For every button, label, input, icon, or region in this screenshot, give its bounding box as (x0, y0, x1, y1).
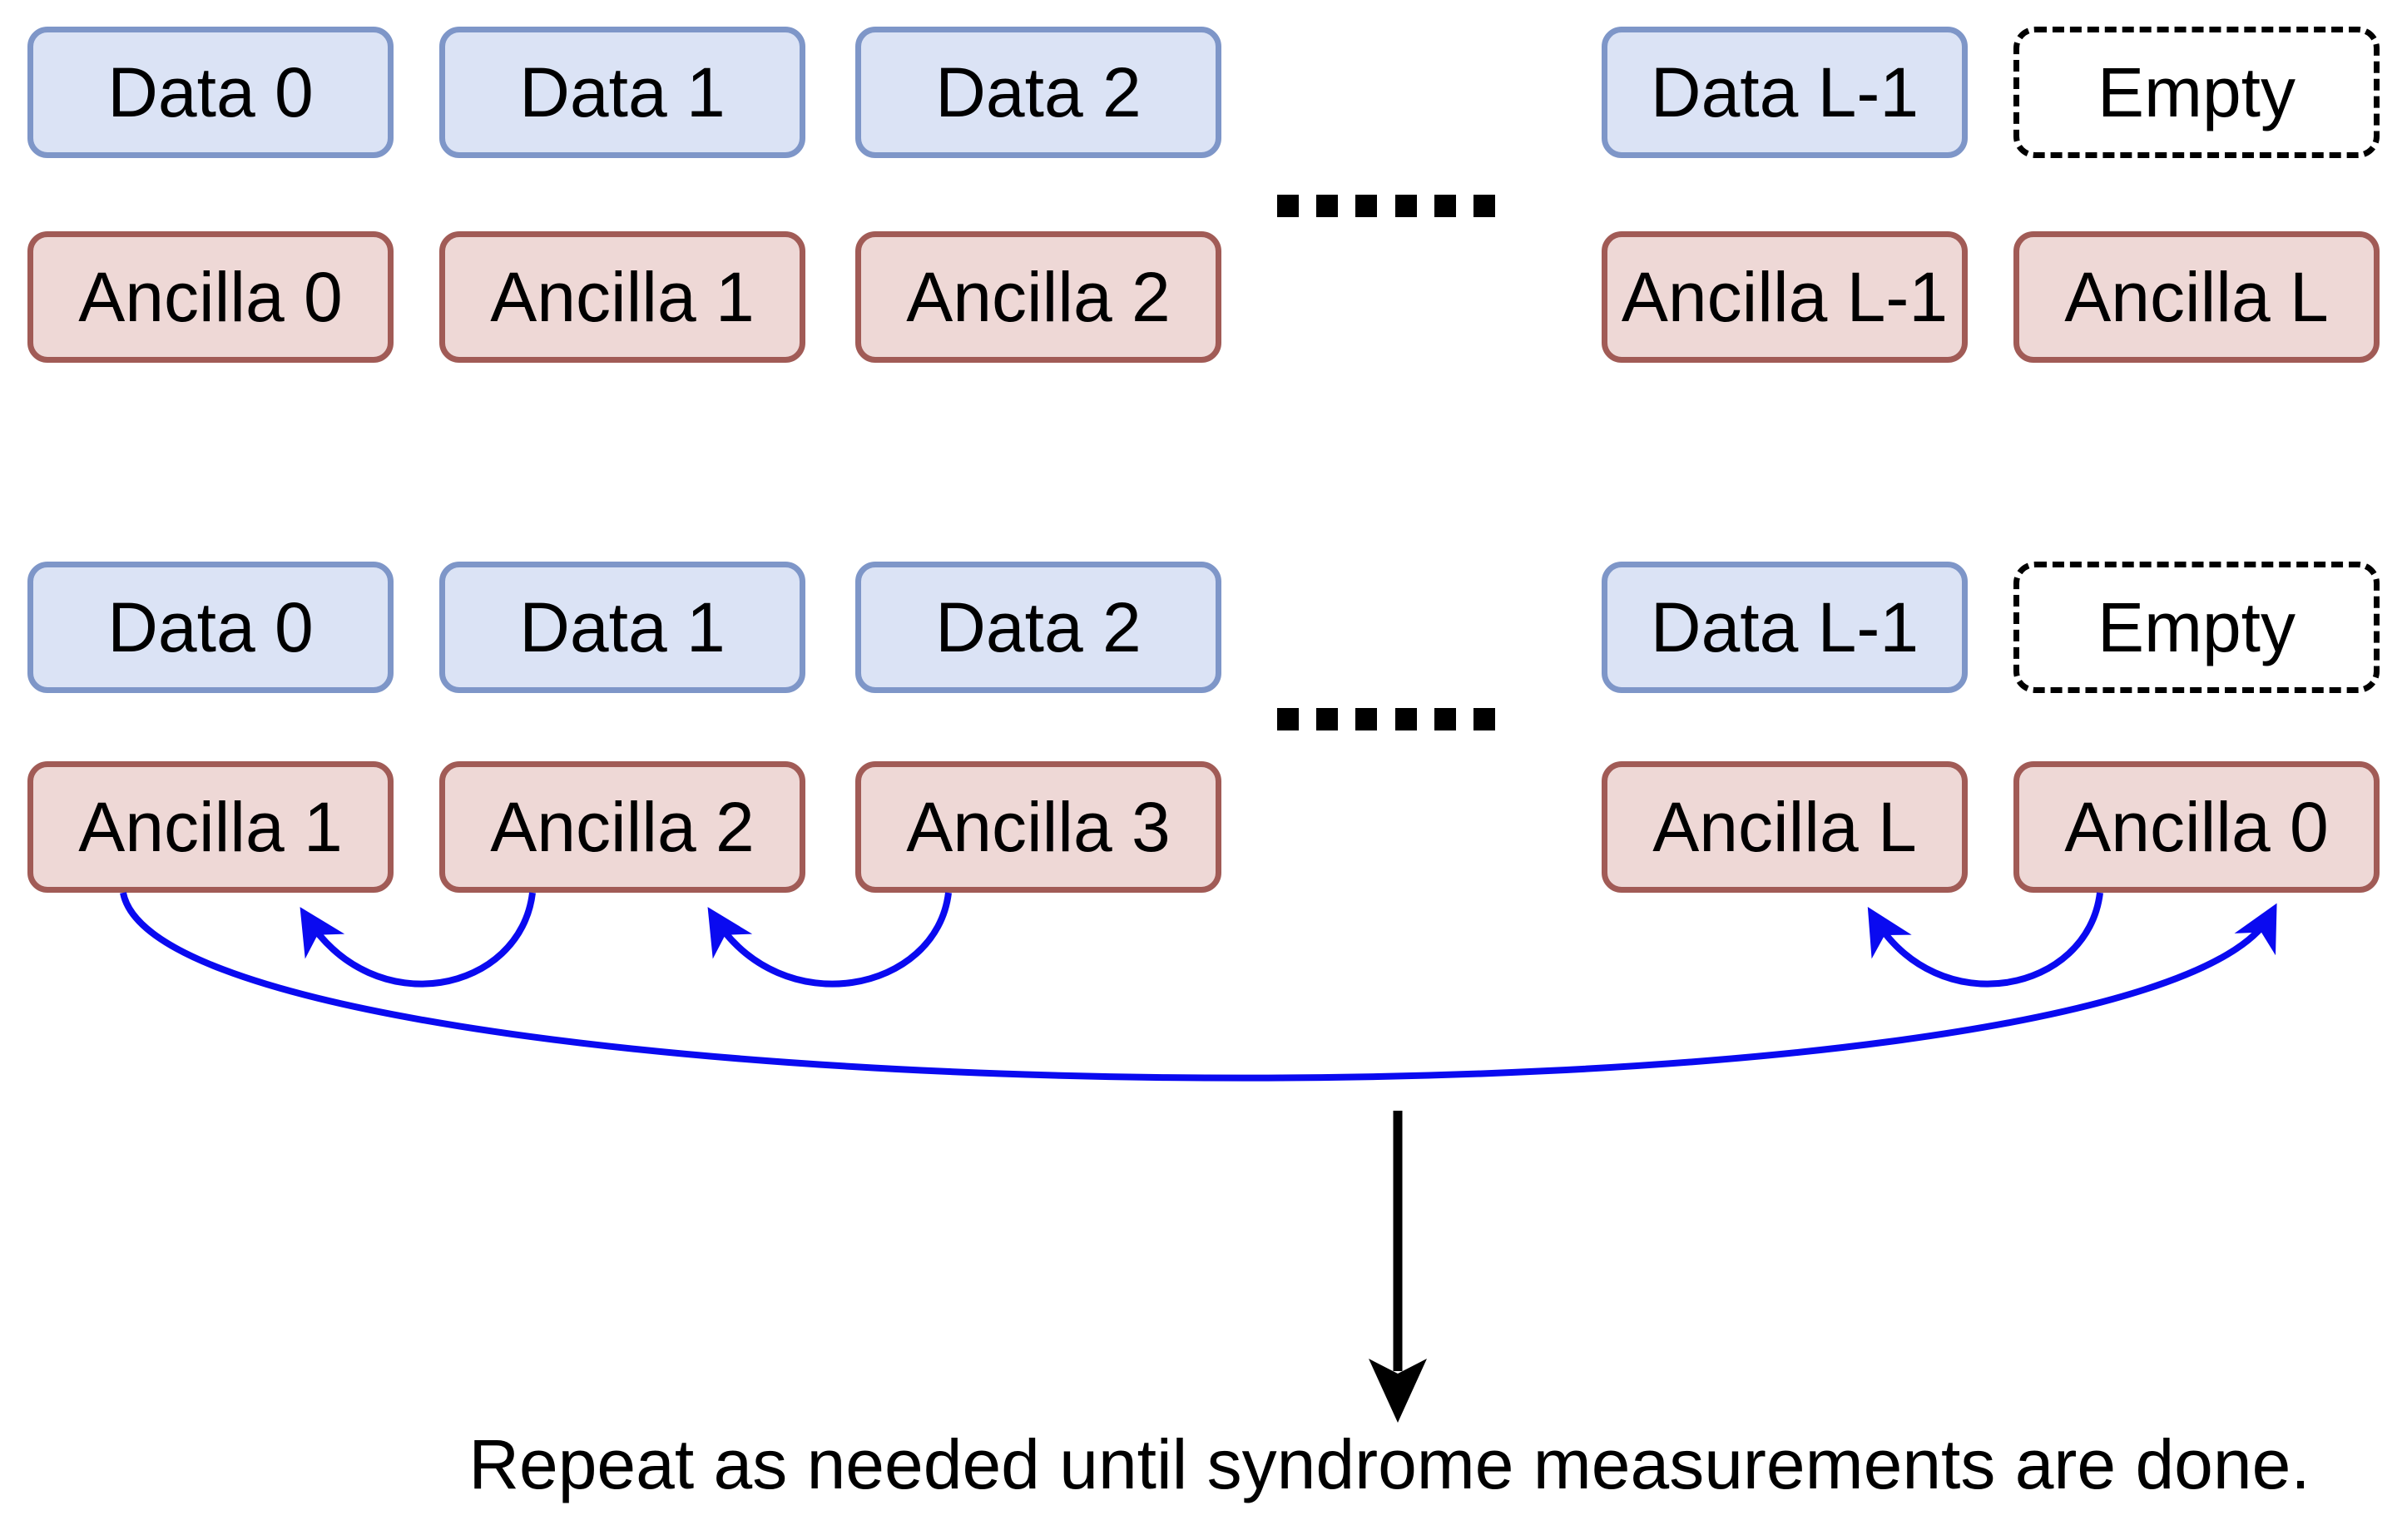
data-box-label: Data 0 (107, 52, 314, 131)
data-box: Data 1 (439, 27, 805, 158)
ancilla-box: Ancilla 0 (27, 231, 394, 363)
data-box: Data 0 (27, 562, 394, 693)
ellipsis-dot (1394, 708, 1417, 730)
ellipsis-dot (1316, 195, 1339, 217)
data-box: Data 2 (855, 27, 1221, 158)
ancilla-box-label: Ancilla 0 (2064, 787, 2329, 866)
ancilla-box: Ancilla 2 (855, 231, 1221, 363)
down-arrow-icon (1369, 1359, 1427, 1423)
ancilla-box-label: Ancilla 1 (78, 787, 343, 866)
swap-arc-icon (707, 892, 952, 988)
ellipsis-dots (1277, 195, 1495, 217)
empty-box: Empty (2013, 27, 2380, 158)
data-box-label: Data 1 (519, 52, 726, 131)
data-box: Data L-1 (1602, 562, 1968, 693)
data-box-label: Data L-1 (1650, 52, 1919, 131)
swap-arc-icon (1867, 892, 2103, 988)
ancilla-box-label: Ancilla 3 (906, 787, 1171, 866)
ellipsis-dot (1434, 708, 1456, 730)
ancilla-box: Ancilla L (1602, 761, 1968, 893)
ancilla-box-label: Ancilla L (1652, 787, 1917, 866)
ancilla-box-label: Ancilla L-1 (1621, 257, 1949, 336)
ancilla-box: Ancilla 1 (439, 231, 805, 363)
ancilla-box: Ancilla 1 (27, 761, 394, 893)
empty-box-label: Empty (2097, 587, 2296, 666)
ellipsis-dot (1355, 195, 1378, 217)
ancilla-box: Ancilla 0 (2013, 761, 2380, 893)
rotate-arc-icon (120, 892, 2277, 1082)
empty-box-label: Empty (2097, 52, 2296, 131)
data-box-label: Data 0 (107, 587, 314, 666)
ellipsis-dot (1355, 708, 1378, 730)
ellipsis-dots (1277, 708, 1495, 730)
ellipsis-dot (1394, 195, 1417, 217)
ancilla-box-label: Ancilla L (2064, 257, 2329, 336)
ellipsis-dot (1473, 708, 1495, 730)
ancilla-box-label: Ancilla 2 (906, 257, 1171, 336)
data-box: Data 0 (27, 27, 394, 158)
ancilla-box-label: Ancilla 1 (490, 257, 755, 336)
ancilla-box-label: Ancilla 2 (490, 787, 755, 866)
data-box-label: Data 2 (935, 587, 1142, 666)
ellipsis-dot (1316, 708, 1339, 730)
empty-box: Empty (2013, 562, 2380, 693)
ellipsis-dot (1277, 708, 1299, 730)
data-box: Data 2 (855, 562, 1221, 693)
ancilla-box: Ancilla L-1 (1602, 231, 1968, 363)
data-box-label: Data L-1 (1650, 587, 1919, 666)
caption-text: Repeat as needed until syndrome measurem… (468, 1425, 2310, 1503)
ellipsis-dot (1277, 195, 1299, 217)
data-box-label: Data 1 (519, 587, 726, 666)
ancilla-box: Ancilla 3 (855, 761, 1221, 893)
data-box: Data 1 (439, 562, 805, 693)
data-box-label: Data 2 (935, 52, 1142, 131)
ellipsis-dot (1473, 195, 1495, 217)
ancilla-box: Ancilla L (2013, 231, 2380, 363)
ancilla-box: Ancilla 2 (439, 761, 805, 893)
ellipsis-dot (1434, 195, 1456, 217)
ancilla-box-label: Ancilla 0 (78, 257, 343, 336)
swap-arc-icon (300, 892, 536, 988)
data-box: Data L-1 (1602, 27, 1968, 158)
